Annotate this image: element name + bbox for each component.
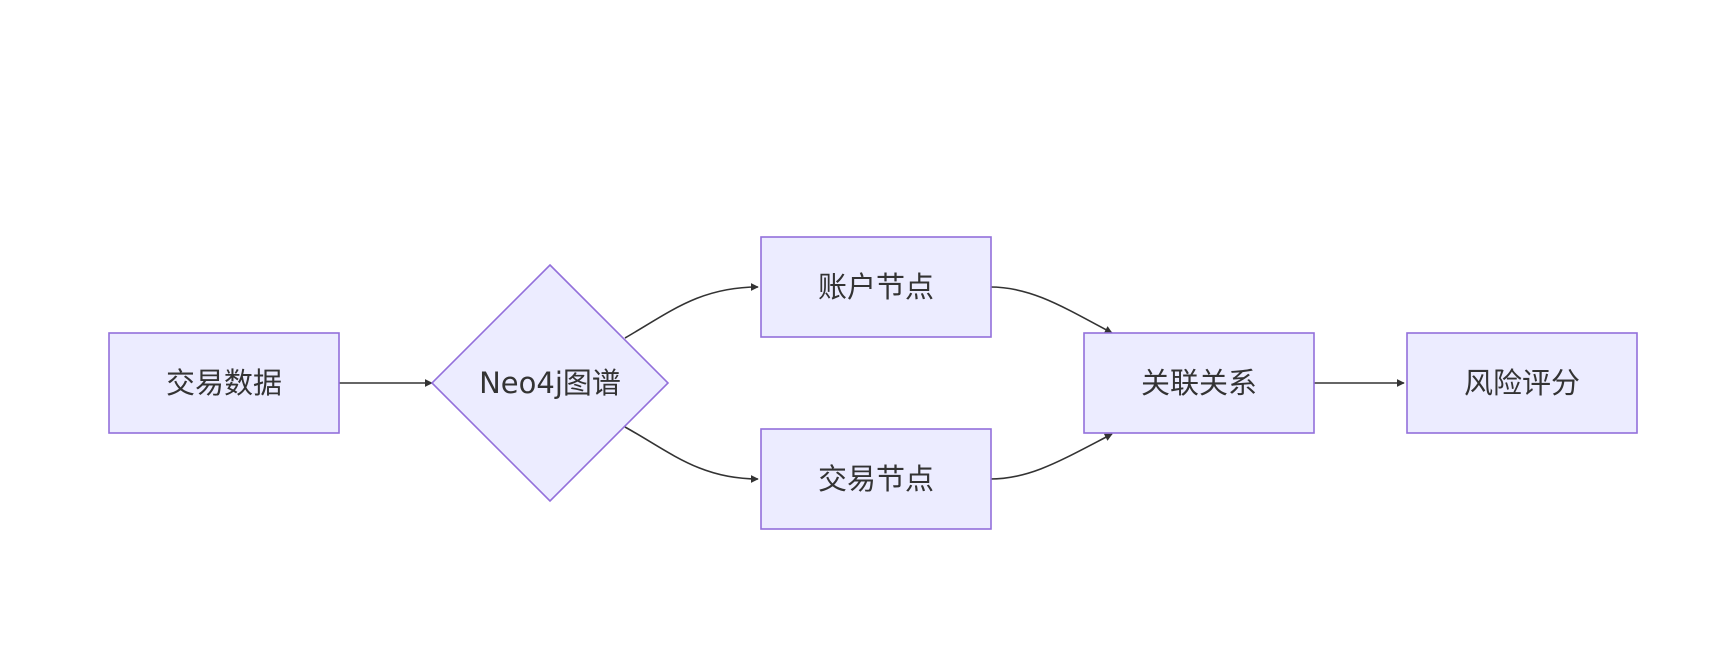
edge-neo4j-to-tx-node [624, 426, 759, 483]
node-transaction-node-box [760, 428, 992, 530]
node-neo4j-graph-label: Neo4j图谱 [479, 366, 621, 400]
edge-account-node-to-relation [989, 286, 1113, 334]
edge-neo4j-to-account-node [624, 283, 759, 339]
node-account-node-box [760, 236, 992, 338]
edges [338, 283, 1405, 483]
node-account-node: 账户节点 [760, 236, 992, 338]
node-transaction-node-label: 交易节点 [818, 462, 934, 496]
node-transaction-data-label: 交易数据 [166, 366, 282, 400]
node-transaction-data: 交易数据 [108, 332, 340, 434]
node-risk-score: 风险评分 [1406, 332, 1638, 434]
node-account-node-label: 账户节点 [818, 270, 934, 304]
node-transaction-node: 交易节点 [760, 428, 992, 530]
node-neo4j-graph-diamond [430, 263, 670, 503]
edge-tx-node-to-relation [989, 433, 1113, 480]
node-neo4j-graph: Neo4j图谱 [430, 263, 670, 503]
node-relationship-box [1083, 332, 1315, 434]
node-risk-score-label: 风险评分 [1464, 366, 1580, 400]
node-relationship: 关联关系 [1083, 332, 1315, 434]
node-transaction-data-box [108, 332, 340, 434]
node-risk-score-box [1406, 332, 1638, 434]
node-relationship-label: 关联关系 [1141, 366, 1257, 400]
